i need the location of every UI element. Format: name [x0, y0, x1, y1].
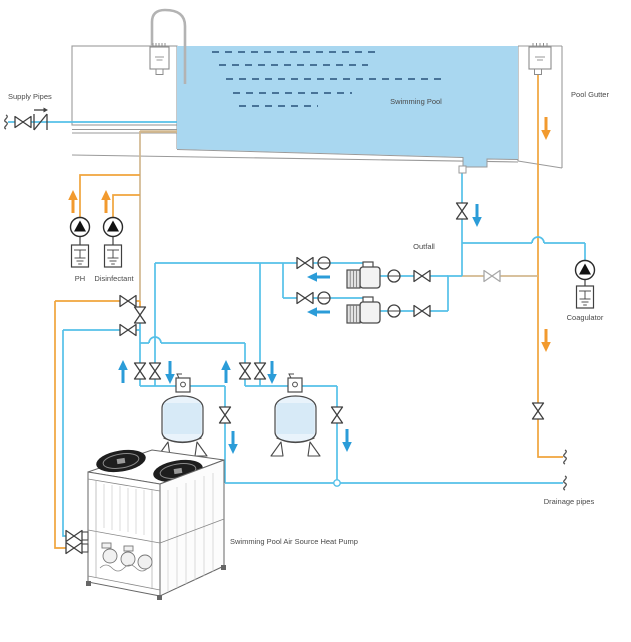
disinfectant-dosing-unit: [102, 216, 124, 268]
flow-arrow-down-icon: [539, 327, 553, 354]
outfall-label: Outfall: [413, 242, 435, 251]
flow-arrow-left-icon: [305, 305, 332, 319]
flow-arrow-down-icon: [265, 359, 279, 386]
pipe-crossing-bridge: [531, 236, 545, 244]
circulation-pump-1: [346, 261, 381, 289]
bypass-valve-icon: [133, 306, 147, 324]
flow-arrow-up-icon: [66, 188, 80, 215]
filter1-supply-valve-icon: [148, 362, 162, 380]
swimming-pool-label: Swimming Pool: [390, 97, 442, 106]
pump2-discharge-ball-valve-icon: [317, 291, 331, 305]
filter2-backwash-valve-icon: [330, 406, 344, 424]
filter2-supply-valve-icon: [253, 362, 267, 380]
coagulator-label: Coagulator: [566, 313, 604, 322]
supply-pipes-label: Supply Pipes: [8, 92, 52, 101]
supply-valve-icon: [14, 115, 32, 129]
main-drain-sump: [458, 165, 467, 174]
flow-arrow-down-icon: [539, 115, 553, 142]
flow-arrow-down-icon: [163, 359, 177, 386]
ph-label: PH: [74, 274, 86, 283]
heat-pump-return-line: [54, 301, 86, 549]
drain-break-icon: [563, 475, 567, 491]
disinfectant-pump-icon: [102, 216, 124, 238]
heat-pump-inlet-valve-icon: [65, 529, 83, 543]
sand-filter-2: [270, 373, 321, 457]
pump1-suction-valve-icon: [413, 269, 431, 283]
flow-arrow-up-icon: [99, 188, 113, 215]
pump2-suction-valve-icon: [413, 304, 431, 318]
drain-tee-connector: [333, 479, 341, 487]
ph-tank-icon: [70, 244, 90, 268]
flow-arrow-up-icon: [116, 358, 130, 385]
heated-return-valve-icon: [119, 294, 137, 308]
supply-break-icon: [4, 114, 8, 130]
coagulator-tank-icon: [575, 285, 595, 309]
pool-inlet-fixture: [149, 43, 170, 75]
filter2-return-valve-icon: [238, 362, 252, 380]
ph-dosing-unit: [69, 216, 91, 268]
pump2-discharge-valve-icon: [296, 291, 314, 305]
pool-ladder: [150, 8, 187, 84]
ph-pump-icon: [69, 216, 91, 238]
flow-arrow-down-icon: [470, 202, 484, 229]
disinfectant-dosing-line: [112, 194, 140, 217]
circulation-pump-2: [346, 296, 381, 324]
coagulator-dosing-unit: [574, 259, 596, 309]
gutter-drain-fixture: [528, 43, 552, 75]
pipe-crossing-bridge: [148, 336, 162, 344]
suction-manifold: [447, 275, 462, 311]
drain-break-icon: [563, 449, 567, 465]
flow-arrow-down-icon: [340, 427, 354, 454]
pump1-discharge-ball-valve-icon: [317, 256, 331, 270]
pump2-suction-ball-valve-icon: [387, 304, 401, 318]
heat-pump-outlet-valve-icon: [65, 541, 83, 555]
drain-crossover-valve-icon: [483, 269, 501, 283]
pump1-discharge-valve-icon: [296, 256, 314, 270]
filter1-backwash-valve-icon: [218, 406, 232, 424]
pool-water: [176, 46, 519, 168]
drainage-pipes-label: Drainage pipes: [543, 497, 595, 506]
gutter-drain-valve-icon: [531, 402, 545, 420]
pump1-suction-ball-valve-icon: [387, 269, 401, 283]
filter1-return-valve-icon: [133, 362, 147, 380]
water-surface-dashes: [212, 51, 447, 107]
filter1-multiport-valve: [175, 373, 191, 393]
main-drain-valve-icon: [455, 202, 469, 220]
heat-pump-label: Swimming Pool Air Source Heat Pump: [230, 537, 358, 546]
pool-gutter-label: Pool Gutter: [571, 90, 609, 99]
coagulator-line: [462, 242, 586, 261]
heat-pump-supply-line: [62, 330, 86, 537]
fan-icon: [96, 449, 146, 473]
heat-pump-illustration: [79, 449, 226, 600]
sand-filter-1: [157, 373, 208, 457]
flow-arrow-left-icon: [305, 270, 332, 284]
check-valve-icon: [33, 107, 48, 131]
coagulator-pump-icon: [574, 259, 596, 281]
disinfectant-label: Disinfectant: [94, 274, 134, 283]
ph-dosing-line: [79, 174, 140, 217]
heat-pump-line-valve-icon: [119, 323, 137, 337]
flow-arrow-up-icon: [219, 358, 233, 385]
flow-arrow-down-icon: [226, 429, 240, 456]
disinfectant-tank-icon: [103, 244, 123, 268]
filter2-multiport-valve: [287, 373, 303, 393]
gutter-drain-line: [537, 74, 563, 458]
